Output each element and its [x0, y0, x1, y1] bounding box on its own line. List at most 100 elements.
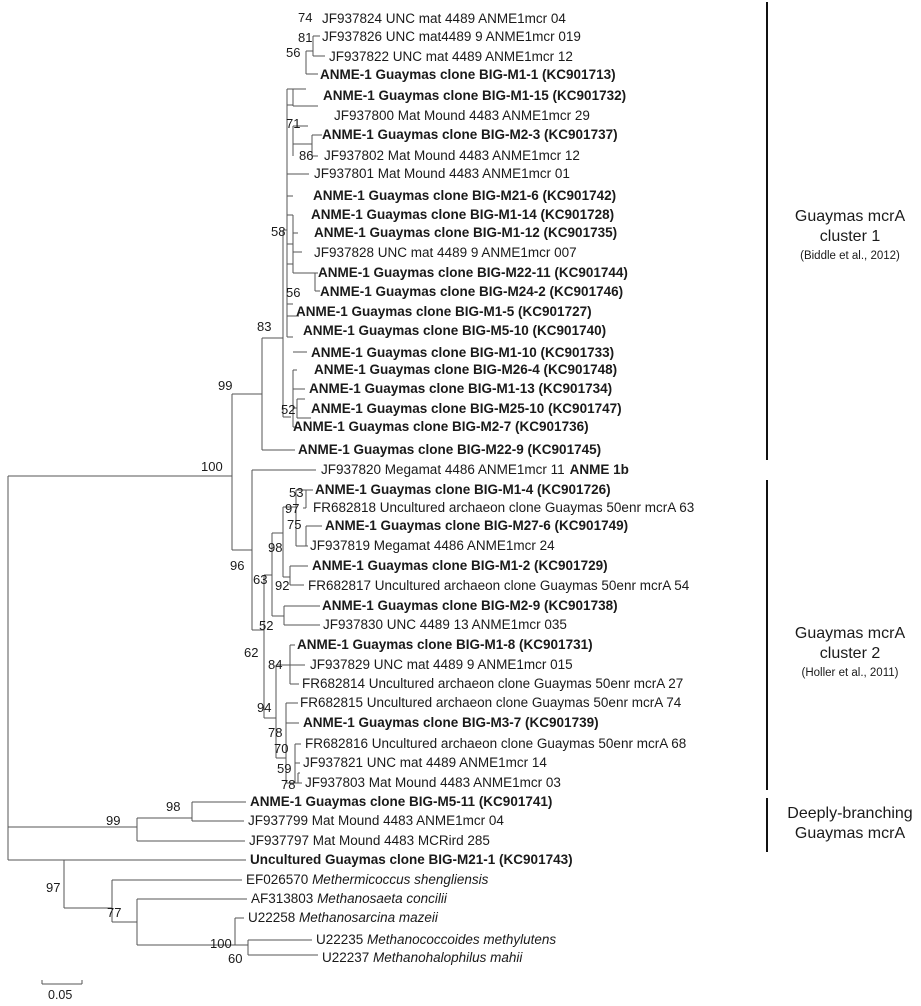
leaf-label: ANME-1 Guaymas clone BIG-M1-14 (KC901728… [311, 207, 614, 222]
accession: AF313803 [251, 891, 317, 906]
cluster-citation: (Biddle et al., 2012) [800, 250, 900, 262]
bootstrap-value: 74 [298, 10, 312, 25]
bootstrap-value: 99 [218, 378, 232, 393]
branch [7, 827, 64, 861]
bootstrap-value: 75 [287, 517, 301, 532]
branch [282, 229, 291, 418]
leaf-label: JF937824 UNC mat 4489 ANME1mcr 04 [322, 11, 566, 26]
species-name: Methanosarcina mazeii [299, 910, 439, 925]
branch [111, 879, 242, 923]
leaf-label: ANME-1 Guaymas clone BIG-M1-5 (KC901727) [296, 304, 592, 319]
leaf-label: ANME-1 Guaymas clone BIG-M1-12 (KC901735… [314, 225, 617, 240]
leaf-label: ANME-1 Guaymas clone BIG-M2-3 (KC901737) [322, 127, 618, 142]
bootstrap-value: 86 [299, 148, 313, 163]
leaf-label: JF937821 UNC mat 4489 ANME1mcr 14 [303, 755, 547, 770]
cluster-label: Guaymas mcrA [795, 825, 906, 842]
bootstrap-value: 97 [285, 501, 299, 516]
bootstrap-value: 98 [268, 540, 282, 555]
bootstrap-value: 83 [257, 319, 271, 334]
species-name: Methanosaeta concilii [317, 891, 448, 906]
branch [292, 125, 312, 156]
branch [295, 489, 306, 547]
tree-branches [7, 35, 325, 956]
leaf-label: ANME-1 Guaymas clone BIG-M2-9 (KC901738) [322, 598, 618, 613]
leaf-label: JF937799 Mat Mound 4483 ANME1mcr 04 [248, 813, 504, 828]
leaf-label: ANME-1 Guaymas clone BIG-M2-7 (KC901736) [293, 419, 589, 434]
leaf-label: ANME-1 Guaymas clone BIG-M1-1 (KC901713) [320, 67, 616, 82]
bootstrap-value: 60 [228, 951, 242, 966]
bootstrap-value: 56 [286, 285, 300, 300]
cluster-label: cluster 2 [820, 645, 881, 662]
branch [286, 264, 299, 338]
leaf-labels: JF937824 UNC mat 4489 ANME1mcr 04 JF9378… [246, 11, 694, 965]
bootstrap-value: 94 [257, 700, 271, 715]
accession: U22237 [322, 950, 373, 965]
branch [286, 88, 309, 305]
leaf-label: ANME-1 Guaymas clone BIG-M1-4 (KC901726) [315, 482, 611, 497]
branch [136, 817, 245, 842]
leaf-label: ANME-1 Guaymas clone BIG-M3-7 (KC901739) [303, 715, 599, 730]
leaf-label: JF937828 UNC mat 4489 9 ANME1mcr 007 [314, 245, 577, 260]
bootstrap-value: 78 [268, 725, 282, 740]
bootstrap-value: 84 [268, 657, 282, 672]
cluster-citation: (Holler et al., 2011) [802, 667, 899, 679]
species-name: Methanococcoides methylutens [367, 932, 556, 947]
leaf-label: ANME-1 Guaymas clone BIG-M5-10 (KC901740… [303, 323, 606, 338]
branch [271, 532, 284, 617]
leaf-label: ANME-1 Guaymas clone BIG-M26-4 (KC901748… [314, 362, 617, 377]
leaf-label: JF937830 UNC 4489 13 ANME1mcr 035 [323, 617, 567, 632]
leaf-label: JF937797 Mat Mound 4483 MCRird 285 [249, 833, 490, 848]
branch [231, 393, 262, 551]
accession: EF026570 [246, 872, 312, 887]
leaf-label: U22235 Methanococcoides methylutens [316, 932, 556, 947]
bootstrap-value: 100 [210, 936, 232, 951]
leaf-label-text: JF937820 Megamat 4486 ANME1mcr 11 [321, 462, 565, 477]
leaf-label: ANME-1 Guaymas clone BIG-M22-11 (KC90174… [318, 265, 628, 280]
bootstrap-value: 92 [275, 578, 289, 593]
leaf-label: FR682814 Uncultured archaeon clone Guaym… [302, 676, 683, 691]
leaf-label: Uncultured Guaymas clone BIG-M21-1 (KC90… [250, 852, 573, 867]
bootstrap-value: 56 [286, 45, 300, 60]
leaf-label: AF313803 Methanosaeta concilii [251, 891, 448, 906]
bootstrap-value: 78 [281, 777, 295, 792]
leaf-label: ANME-1 Guaymas clone BIG-M1-8 (KC901731) [297, 637, 593, 652]
branch [275, 664, 290, 759]
branch [289, 644, 305, 685]
bootstrap-values: 74 81 56 71 86 58 56 83 52 99 100 53 97 … [46, 10, 313, 966]
bootstrap-value: 53 [289, 485, 303, 500]
branch [296, 398, 311, 419]
leaf-label: JF937829 UNC mat 4489 9 ANME1mcr 015 [310, 657, 573, 672]
branch [303, 489, 313, 509]
branch [191, 801, 246, 822]
accession: U22258 [248, 910, 299, 925]
scale-bar: 0.05 [41, 980, 83, 1002]
bootstrap-value: 96 [230, 558, 244, 573]
scale-bar-line [41, 980, 83, 985]
branch [261, 337, 295, 451]
leaf-label: JF937819 Megamat 4486 ANME1mcr 24 [310, 538, 555, 553]
branch [263, 574, 276, 719]
branch [251, 469, 316, 631]
leaf-label: ANME-1 Guaymas clone BIG-M1-10 (KC901733… [311, 345, 614, 360]
scale-bar-label: 0.05 [48, 988, 72, 1002]
branch [305, 50, 318, 75]
branch [285, 702, 299, 784]
leaf-label: FR682816 Uncultured archaeon clone Guaym… [305, 736, 686, 751]
branch [234, 917, 248, 946]
leaf-label: ANME-1 Guaymas clone BIG-M5-11 (KC901741… [250, 794, 552, 809]
bootstrap-value: 97 [46, 880, 60, 895]
leaf-label: JF937822 UNC mat 4489 ANME1mcr 12 [329, 49, 573, 64]
leaf-label: JF937803 Mat Mound 4483 ANME1mcr 03 [305, 775, 561, 790]
cluster-annotations: Guaymas mcrA cluster 1 (Biddle et al., 2… [766, 2, 913, 852]
branch [282, 506, 296, 578]
leaf-label: ANME-1 Guaymas clone BIG-M1-13 (KC901734… [309, 381, 612, 396]
leaf-label: ANME-1 Guaymas clone BIG-M21-6 (KC901742… [313, 188, 616, 203]
bootstrap-value: 59 [277, 761, 291, 776]
leaf-label: JF937801 Mat Mound 4483 ANME1mcr 01 [314, 166, 570, 181]
leaf-label: ANME-1 Guaymas clone BIG-M1-15 (KC901732… [323, 88, 626, 103]
branch [294, 743, 301, 784]
leaf-label: EF026570 Methermicoccus shengliensis [246, 872, 489, 887]
cluster-label: Guaymas mcrA [795, 208, 906, 225]
branch [292, 215, 315, 274]
